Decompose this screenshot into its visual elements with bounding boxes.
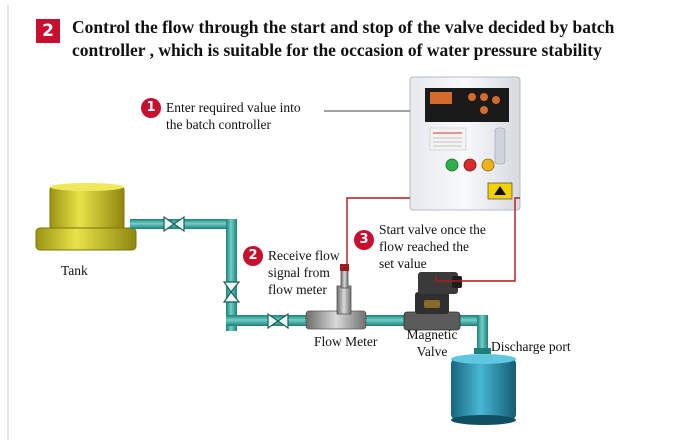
- pipe-valve-symbols: [163, 215, 289, 330]
- tank-shape: [35, 183, 137, 251]
- magnetic-valve-line-2: Valve: [416, 344, 448, 359]
- connection-lines: [324, 110, 520, 282]
- step-2-line-2: signal from: [268, 265, 330, 280]
- step-2-badge: 2: [243, 246, 263, 266]
- step-2-label: Receive flow signal from flow meter: [268, 247, 340, 298]
- section-number-badge: 2: [36, 19, 60, 43]
- step-1-line-2: the batch controller: [166, 117, 271, 132]
- heading-line-2: controller , which is suitable for the o…: [72, 40, 602, 60]
- magnetic-valve-label: Magnetic Valve: [403, 326, 461, 360]
- step-2-line-1: Receive flow: [268, 248, 340, 263]
- magnetic-valve-shape: [403, 272, 462, 331]
- step-3-line-2: flow reached the: [379, 239, 469, 254]
- step-2-line-3: flow meter: [268, 282, 327, 297]
- step-3-line-1: Start valve once the: [379, 222, 486, 237]
- heading-line-1: Control the flow through the start and s…: [72, 17, 615, 37]
- tank-label: Tank: [61, 263, 88, 278]
- batch-controller-box: [409, 76, 521, 211]
- page-heading: Control the flow through the start and s…: [72, 16, 672, 62]
- flow-meter-shape: [305, 264, 367, 330]
- discharge-container-shape: [451, 354, 516, 425]
- step-3-line-3: set value: [379, 256, 427, 271]
- magnetic-valve-line-1: Magnetic: [406, 327, 458, 342]
- step-3-label: Start valve once the flow reached the se…: [379, 221, 486, 272]
- discharge-port-label: Discharge port: [491, 339, 571, 354]
- step-1-label: Enter required value into the batch cont…: [166, 99, 301, 133]
- step-1-badge: 1: [141, 98, 161, 118]
- step-1-line-1: Enter required value into: [166, 100, 301, 115]
- step-3-badge: 3: [354, 230, 374, 250]
- flow-meter-label: Flow Meter: [314, 334, 378, 349]
